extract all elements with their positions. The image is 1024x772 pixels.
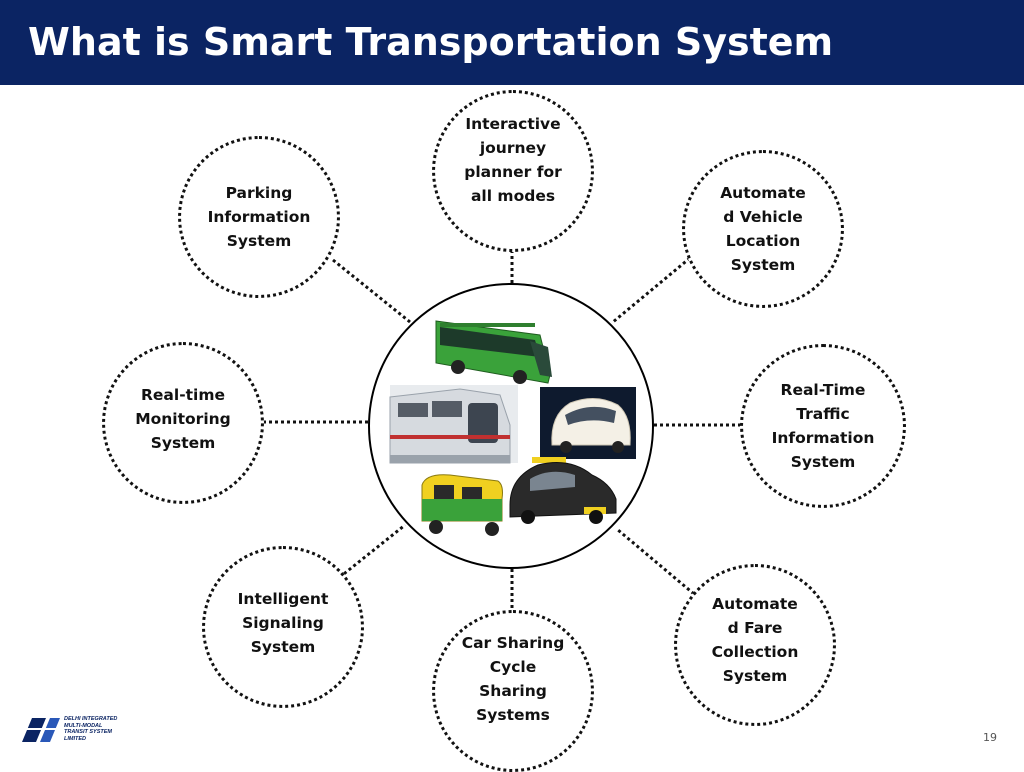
- node-automated-vehicle-location: Automate d Vehicle Location System: [682, 150, 844, 308]
- bus-image: [435, 320, 552, 384]
- dimts-logo: DELHI INTEGRATED MULTI-MODAL TRANSIT SYS…: [20, 716, 130, 746]
- vehicles-illustration: [389, 320, 636, 536]
- node-intelligent-signaling: Intelligent Signaling System: [202, 546, 364, 708]
- node-label: Interactive journey planner for all mode…: [464, 115, 562, 205]
- auto-rickshaw-image: [421, 474, 503, 536]
- node-label: Real-time Monitoring System: [135, 386, 231, 452]
- node-label: Parking Information System: [207, 184, 311, 250]
- node-parking-information: Parking Information System: [178, 136, 340, 298]
- connector-fare: [617, 528, 695, 596]
- node-realtime-monitoring: Real-time Monitoring System: [102, 342, 264, 504]
- node-label: Car Sharing Cycle Sharing Systems: [461, 634, 565, 724]
- small-car-image: [540, 387, 636, 459]
- taxi-car-image: [509, 457, 617, 524]
- title-bar: What is Smart Transportation System: [0, 0, 1024, 85]
- node-label: Real-Time Traffic Information System: [771, 381, 875, 471]
- metro-train-image: [389, 385, 518, 464]
- dimts-logo-text: DELHI INTEGRATED MULTI-MODAL TRANSIT SYS…: [64, 716, 118, 742]
- connector-parking: [332, 258, 411, 324]
- page-number: 19: [983, 731, 997, 744]
- node-realtime-traffic: Real-Time Traffic Information System: [740, 344, 906, 508]
- connector-signaling: [329, 523, 406, 587]
- center-vehicles-circle: [368, 283, 654, 569]
- node-label: Intelligent Signaling System: [237, 590, 329, 656]
- node-label: Automate d Vehicle Location System: [720, 184, 806, 274]
- slide-title: What is Smart Transportation System: [28, 20, 834, 64]
- node-label: Automate d Fare Collection System: [711, 595, 799, 685]
- dimts-logo-icon: [20, 718, 62, 742]
- connector-avl: [612, 256, 691, 324]
- node-car-cycle-sharing: Car Sharing Cycle Sharing Systems: [432, 610, 594, 772]
- node-journey-planner: Interactive journey planner for all mode…: [432, 90, 594, 252]
- node-automated-fare-collection: Automate d Fare Collection System: [674, 564, 836, 726]
